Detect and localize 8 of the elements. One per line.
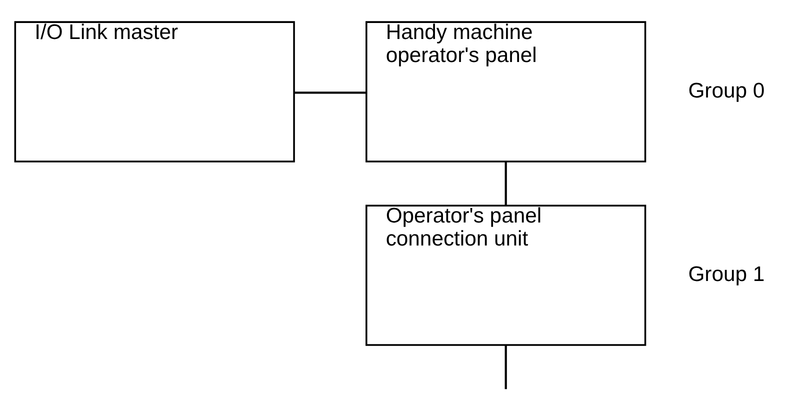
node-label: Group 0 (688, 78, 765, 102)
node-box: Handy machine operator's panel (366, 20, 646, 162)
node-label: Group 1 (688, 262, 765, 286)
connector (294, 91, 366, 94)
connector (504, 344, 507, 389)
connector (504, 161, 507, 206)
node-box: I/O Link master (14, 20, 295, 162)
node-box: Operator's panel connection unit (366, 204, 646, 346)
